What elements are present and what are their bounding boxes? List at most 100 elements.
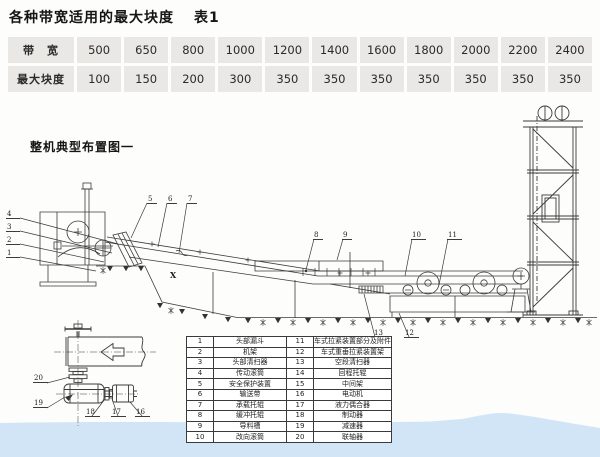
section-mark-x: X [170,270,177,280]
callout-2: 2 [6,236,21,246]
max-lump-cell: 200 [171,66,216,92]
legend-row: 4 传动滚筒 14 回程托辊 [186,367,392,380]
part-number: 3 [186,357,214,369]
callout-20: 20 [33,374,48,384]
callout-1: 1 [6,249,21,259]
part-number: 14 [286,367,314,380]
part-number: 4 [186,367,214,380]
part-number: 5 [186,378,214,390]
max-lump-cell: 350 [453,66,498,92]
max-lump-cell: 350 [312,66,357,92]
page-title: 各种带宽适用的最大块度 表1 [9,7,220,27]
belt-width-cell: 1200 [265,37,310,63]
max-lump-cell: 150 [124,66,169,92]
part-number: 18 [286,410,314,422]
row-label-belt-width: 带 宽 [8,37,74,63]
counterweight [541,194,560,223]
callout-5: 5 [147,195,158,205]
callout-4: 4 [6,210,21,220]
legend-row: 3 头部清扫器 13 空段清扫器 [186,357,392,369]
max-lump-cell: 350 [500,66,545,92]
part-number: 15 [286,378,314,390]
legend-row: 2 机架 12 车式重垂拉紧装置架 [186,346,392,359]
part-number: 19 [286,420,314,433]
drive-unit-detail [54,320,156,428]
max-lump-cell: 350 [359,66,404,92]
part-name: 车式拉紧装置部分及附件 [313,336,392,348]
part-name: 联轴器 [313,431,392,443]
callout-17: 17 [111,408,126,418]
legend-row: 1 头部漏斗 11 车式拉紧装置部分及附件 [186,336,392,348]
row-label-max-lump: 最大块度 [8,66,74,92]
head-station [39,182,143,287]
callout-leaders [19,202,449,417]
part-number: 20 [286,431,314,443]
callout-12: 12 [404,329,419,339]
callout-6: 6 [167,195,178,205]
parts-legend-table: 1 头部漏斗 11 车式拉紧装置部分及附件 2 机架 12 车式重垂拉紧装置架 … [186,336,392,443]
part-name: 改向滚筒 [213,431,287,443]
part-number: 8 [186,410,214,422]
part-name: 传动滚筒 [213,367,287,380]
part-number: 11 [286,336,314,348]
title-text: 各种带宽适用的最大块度 [9,10,174,26]
part-number: 9 [186,420,214,433]
belt-width-table: 带 宽 500 650 800 1000 1200 1400 1600 1800… [8,37,592,92]
max-lump-cell: 350 [547,66,592,92]
legend-row: 6 输送带 16 电动机 [186,388,392,401]
callout-9: 9 [342,231,353,241]
belt-width-cell: 1400 [312,37,357,63]
part-name: 输送带 [213,388,287,401]
part-number: 16 [286,388,314,401]
callout-3: 3 [6,223,21,233]
legend-row: 9 导料槽 19 减速器 [186,420,392,433]
callout-8: 8 [313,231,324,241]
part-name: 承载托辊 [213,399,287,412]
part-name: 导料槽 [213,420,287,433]
belt-width-cell: 800 [171,37,216,63]
callout-16: 16 [135,408,150,418]
part-number: 2 [186,346,214,359]
take-up-tower [523,105,583,316]
part-name: 回程托辊 [313,367,392,380]
belt-width-cell: 2200 [500,37,545,63]
legend-row: 10 改向滚筒 20 联轴器 [186,431,392,443]
part-number: 13 [286,357,314,369]
belt-width-cell: 2400 [547,37,592,63]
belt-width-cell: 1000 [218,37,263,63]
belt-width-cell: 500 [77,37,122,63]
callout-19: 19 [33,399,48,409]
part-name: 电动机 [313,388,392,401]
part-number: 12 [286,346,314,359]
part-name: 头部漏斗 [213,336,287,348]
max-lump-cell: 350 [265,66,310,92]
belt-width-cell: 2000 [453,37,498,63]
max-lump-cell: 350 [406,66,451,92]
legend-row: 8 缓冲托辊 18 制动器 [186,410,392,422]
part-name: 缓冲托辊 [213,410,287,422]
part-name: 中间架 [313,378,392,390]
part-name: 头部清扫器 [213,357,287,369]
table-number: 表1 [194,10,220,26]
section-label: 整机典型布置图一 [30,140,135,154]
max-lump-cell: 300 [218,66,263,92]
callout-10: 10 [411,231,426,241]
belt-width-cell: 1800 [406,37,451,63]
callout-11: 11 [447,231,462,241]
part-name: 液力偶合器 [313,399,392,412]
part-name: 制动器 [313,410,392,422]
callout-7: 7 [187,195,198,205]
belt-width-cell: 1600 [359,37,404,63]
part-number: 6 [186,388,214,401]
legend-row: 5 安全保护装置 15 中间架 [186,378,392,390]
conveyor-belt-run [104,236,535,318]
part-number: 17 [286,399,314,412]
belt-width-cell: 650 [124,37,169,63]
part-name: 机架 [213,346,287,359]
part-name: 安全保护装置 [213,378,287,390]
part-number: 7 [186,399,214,412]
callout-18: 18 [85,408,100,418]
part-number: 10 [186,431,214,443]
part-name: 车式重垂拉紧装置架 [313,346,392,359]
